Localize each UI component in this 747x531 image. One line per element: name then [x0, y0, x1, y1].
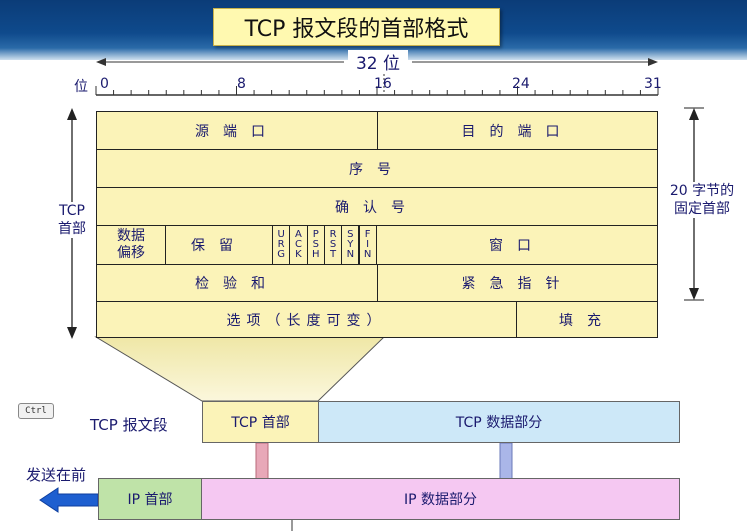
- flag-letter: I: [366, 239, 370, 250]
- tcp-header-box: TCP 首部: [202, 401, 319, 443]
- flag-letter: G: [277, 249, 286, 260]
- tcp-header-label: TCP 首部: [54, 202, 90, 238]
- field-padding: 填充: [516, 301, 658, 338]
- flag-letter: S: [329, 239, 337, 250]
- field-options: 选项（长度可变）: [96, 301, 517, 338]
- flag-letter: Y: [347, 239, 354, 250]
- tick-label: 31: [644, 76, 662, 92]
- header-expansion-shape: [94, 336, 386, 402]
- bits-width-label: 32 位: [348, 50, 408, 74]
- tcp-header-label-line2: 首部: [58, 221, 86, 237]
- field-urgent-pointer: 紧急指针: [377, 264, 658, 302]
- tcp-segment-label: TCP 报文段: [90, 416, 168, 434]
- flag-letter: H: [311, 249, 320, 260]
- fixed-header-label-line1: 20 字节的: [669, 183, 735, 199]
- field-reserved: 保留: [165, 225, 273, 265]
- fixed-header-label-line2: 固定首部: [674, 201, 730, 217]
- tick-label: 24: [512, 76, 530, 92]
- slide-title: TCP 报文段的首部格式: [213, 8, 500, 46]
- bit-position-label: 位: [74, 79, 88, 95]
- data-offset-line1: 数据: [117, 228, 145, 244]
- flag-letter: R: [329, 229, 337, 240]
- flag-letter: S: [312, 239, 319, 250]
- tick-label: 8: [237, 76, 246, 92]
- flag-letter: C: [294, 239, 302, 250]
- flag-letter: N: [346, 249, 355, 260]
- ip-data-box: IP 数据部分: [201, 478, 680, 520]
- flag-letter: F: [364, 229, 371, 240]
- tick-label: 16: [374, 76, 392, 92]
- fixed-header-label: 20 字节的 固定首部: [661, 182, 743, 218]
- flag-letter: T: [329, 249, 337, 260]
- flag-letter: P: [312, 229, 319, 240]
- tcp-data-box: TCP 数据部分: [318, 401, 680, 443]
- field-ack-number: 确认号: [96, 187, 658, 226]
- field-checksum: 检验和: [96, 264, 378, 302]
- flag-letter: K: [295, 249, 302, 260]
- flag-letter: R: [277, 239, 285, 250]
- field-destination-port: 目的端口: [377, 111, 658, 150]
- field-data-offset: 数据 偏移: [96, 225, 166, 265]
- flag-letter: U: [277, 229, 285, 240]
- send-first-arrow: [39, 487, 99, 513]
- tick-label: 0: [100, 76, 109, 92]
- send-first-label: 发送在前: [26, 466, 87, 484]
- ctrl-key-badge: Ctrl: [18, 403, 54, 419]
- flag-letter: N: [363, 249, 372, 260]
- field-window: 窗口: [376, 225, 658, 265]
- field-sequence-number: 序号: [96, 149, 658, 188]
- flag-letter: A: [295, 229, 302, 240]
- flag-letter: S: [347, 229, 354, 240]
- data-offset-line2: 偏移: [117, 245, 145, 261]
- tcp-header-label-line1: TCP: [59, 203, 85, 219]
- ip-header-box: IP 首部: [98, 478, 202, 520]
- field-source-port: 源端口: [96, 111, 378, 150]
